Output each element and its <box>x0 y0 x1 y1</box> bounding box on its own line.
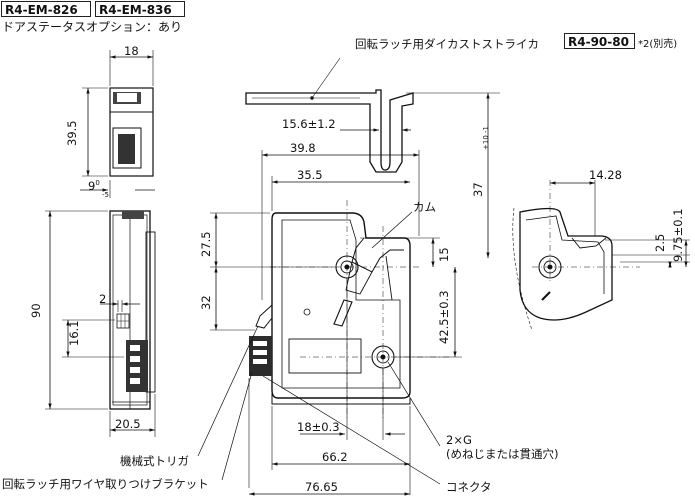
model-number-b: R4-EM-836 <box>95 1 185 17</box>
dim-striker-gap: 15.6±1.2 <box>282 117 336 131</box>
striker-label: 回転ラッチ用ダイカストストライカ <box>355 37 539 51</box>
dim-switch-width: 2 <box>99 292 107 306</box>
dim-width-35-5: 35.5 <box>297 168 323 182</box>
model-number-a: R4-EM-826 <box>1 1 91 17</box>
dim-detail-offset: 14.28 <box>589 168 622 182</box>
dim-depth: 90 <box>88 179 100 193</box>
callout-connector: コネクタ <box>446 480 492 494</box>
callout-holes-note: (めねじまたは貫通穴) <box>446 447 559 461</box>
top-view <box>80 50 155 198</box>
dim-detail-9-75: 9.75±0.1 <box>671 208 685 262</box>
dim-hole-pitch-vertical: 42.5±0.3 <box>437 290 451 344</box>
callout-mechanical-trigger: 機械式トリガ <box>120 454 189 468</box>
striker-part-number: R4-90-80 <box>564 33 635 49</box>
door-status-option-label: ドアステータスオプション：あり <box>2 20 183 34</box>
callout-wire-bracket: 回転ラッチ用ワイヤ取りつけブラケット <box>2 477 209 491</box>
dim-depth-tol-lower: -5 <box>102 191 109 199</box>
callout-cam: カム <box>413 200 436 214</box>
striker-note: *2(別売) <box>638 39 678 50</box>
dim-top-height: 39.5 <box>65 120 79 146</box>
dim-striker-height-tol: +10 -1 <box>482 126 490 150</box>
dim-body-width: 66.2 <box>322 450 348 464</box>
side-view <box>45 210 156 437</box>
dim-height-32: 32 <box>199 295 213 310</box>
dim-overall-width: 76.65 <box>305 480 338 494</box>
callout-holes: 2×G <box>446 433 472 447</box>
dim-width-39-8: 39.8 <box>290 141 316 155</box>
front-view <box>197 150 462 496</box>
dim-top-width: 18 <box>124 44 139 58</box>
dim-striker-height: 37 <box>471 182 485 197</box>
dim-detail-2-5: 2.5 <box>653 233 667 252</box>
dim-total-height: 90 <box>29 303 43 318</box>
detail-view <box>512 180 690 331</box>
dim-height-15: 15 <box>437 247 451 262</box>
dim-side-depth: 20.5 <box>115 417 141 431</box>
striker-drawing <box>245 57 500 258</box>
dim-switch-offset: 16.1 <box>67 320 81 346</box>
dim-hole-pitch-horizontal: 18±0.3 <box>297 420 340 434</box>
dim-height-27-5: 27.5 <box>199 231 213 257</box>
